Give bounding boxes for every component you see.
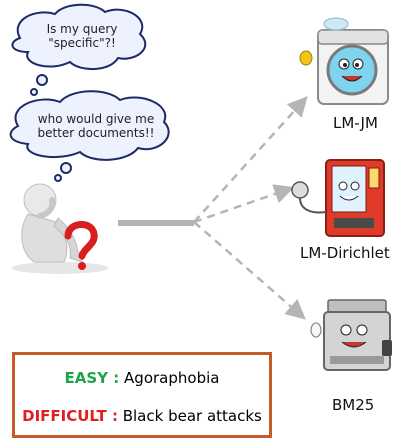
label-lm-dirichlet: LM-Dirichlet <box>300 244 390 262</box>
bubble-middle-line-2: better documents!! <box>37 126 155 140</box>
arrow-to-bm25 <box>193 221 306 320</box>
difficult-value: Black bear attacks <box>117 407 262 425</box>
bubble-top-line-1: Is my query <box>46 22 118 36</box>
difficult-example: DIFFICULT : Black bear attacks <box>15 407 269 425</box>
arrows <box>193 96 308 320</box>
query-bar <box>118 220 194 226</box>
bubble-top-line-2: "specific"?! <box>48 36 116 50</box>
washing-machine-icon <box>299 17 389 105</box>
easy-value: Agoraphobia <box>119 369 220 387</box>
vending-machine-icon <box>291 159 385 237</box>
bubble-middle-line-1: who would give me <box>37 112 155 126</box>
thought-bubble-middle <box>9 90 170 182</box>
bubble-middle-text: who would give me better documents!! <box>34 112 158 140</box>
thought-bubble-top <box>11 3 147 96</box>
difficult-tag: DIFFICULT : <box>22 407 118 425</box>
photocopier-icon <box>310 299 392 371</box>
question-mark-icon <box>64 221 98 270</box>
bubble-top-text: Is my query "specific"?! <box>34 22 130 50</box>
easy-tag: EASY : <box>64 369 120 387</box>
easy-example: EASY : Agoraphobia <box>15 369 269 387</box>
label-bm25: BM25 <box>332 396 375 414</box>
query-examples-box: EASY : Agoraphobia DIFFICULT : Black bea… <box>12 352 272 438</box>
arrow-to-lm-dirichlet <box>193 184 295 224</box>
label-lm-jm: LM-JM <box>333 114 378 132</box>
